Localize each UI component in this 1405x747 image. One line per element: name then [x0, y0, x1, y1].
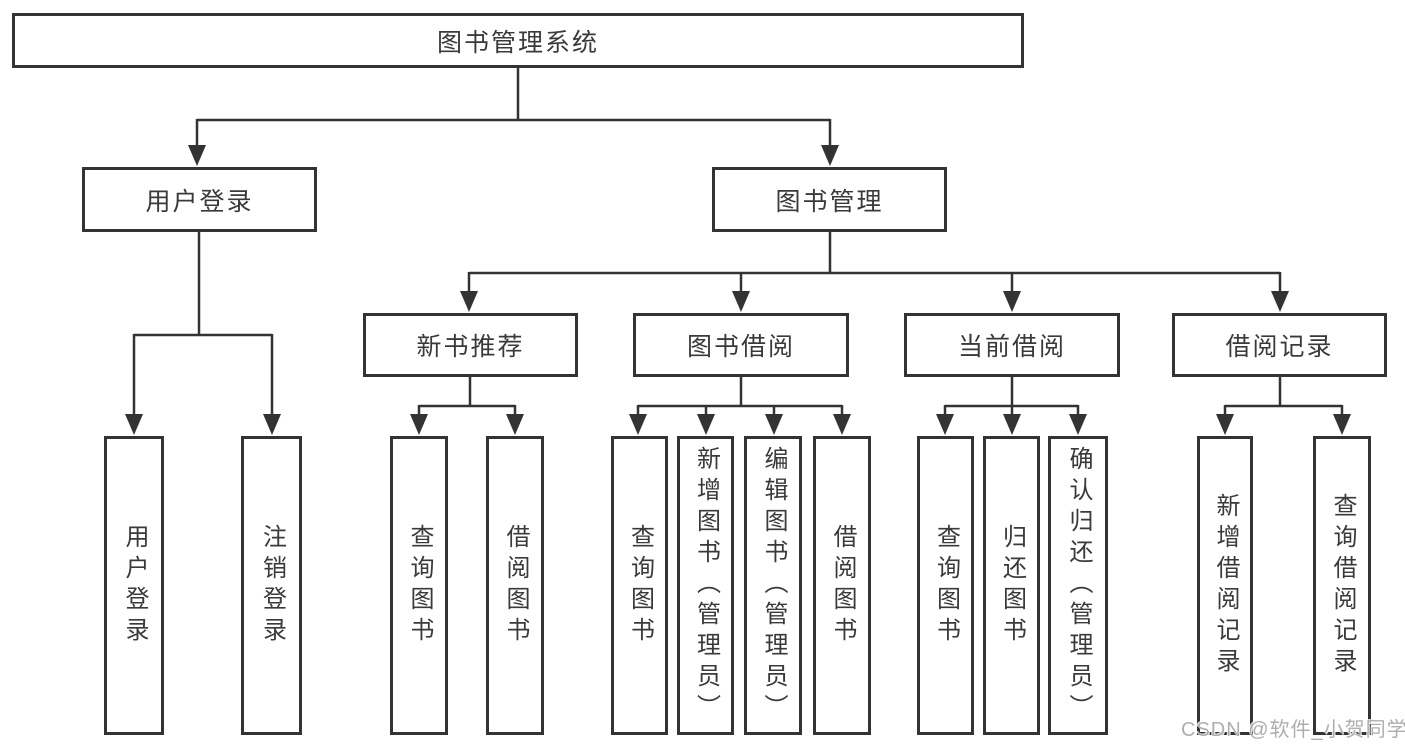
node-book-management: 图书管理: [712, 167, 947, 232]
arrowhead-icons: [125, 145, 1351, 435]
leaf-confirm-return-admin: 确认归还（管理员）: [1048, 436, 1108, 735]
leaf-logout: 注销登录: [241, 436, 302, 735]
node-user-login: 用户登录: [82, 167, 317, 232]
node-new-book-recommendation: 新书推荐: [363, 313, 578, 377]
node-library-management-system: 图书管理系统: [12, 13, 1024, 68]
leaf-borrow-books-borrowing: 借阅图书: [813, 436, 871, 735]
leaf-edit-book-admin: 编辑图书（管理员）: [744, 436, 802, 735]
leaf-add-book-admin: 新增图书（管理员）: [677, 436, 734, 735]
leaf-add-borrow-record: 新增借阅记录: [1197, 436, 1253, 735]
node-book-borrowing: 图书借阅: [633, 313, 849, 377]
node-borrowing-records: 借阅记录: [1172, 313, 1387, 377]
leaf-user-login: 用户登录: [104, 436, 164, 735]
csdn-watermark: CSDN @软件_小贺同学: [1181, 719, 1405, 741]
leaf-search-books-recommend: 查询图书: [390, 436, 448, 735]
leaf-search-books-borrowing: 查询图书: [611, 436, 668, 735]
leaf-borrow-books-recommend: 借阅图书: [486, 436, 544, 735]
node-current-borrowing: 当前借阅: [904, 313, 1120, 377]
leaf-search-borrow-record: 查询借阅记录: [1313, 436, 1371, 735]
leaf-search-books-current: 查询图书: [917, 436, 974, 735]
leaf-return-book: 归还图书: [983, 436, 1040, 735]
